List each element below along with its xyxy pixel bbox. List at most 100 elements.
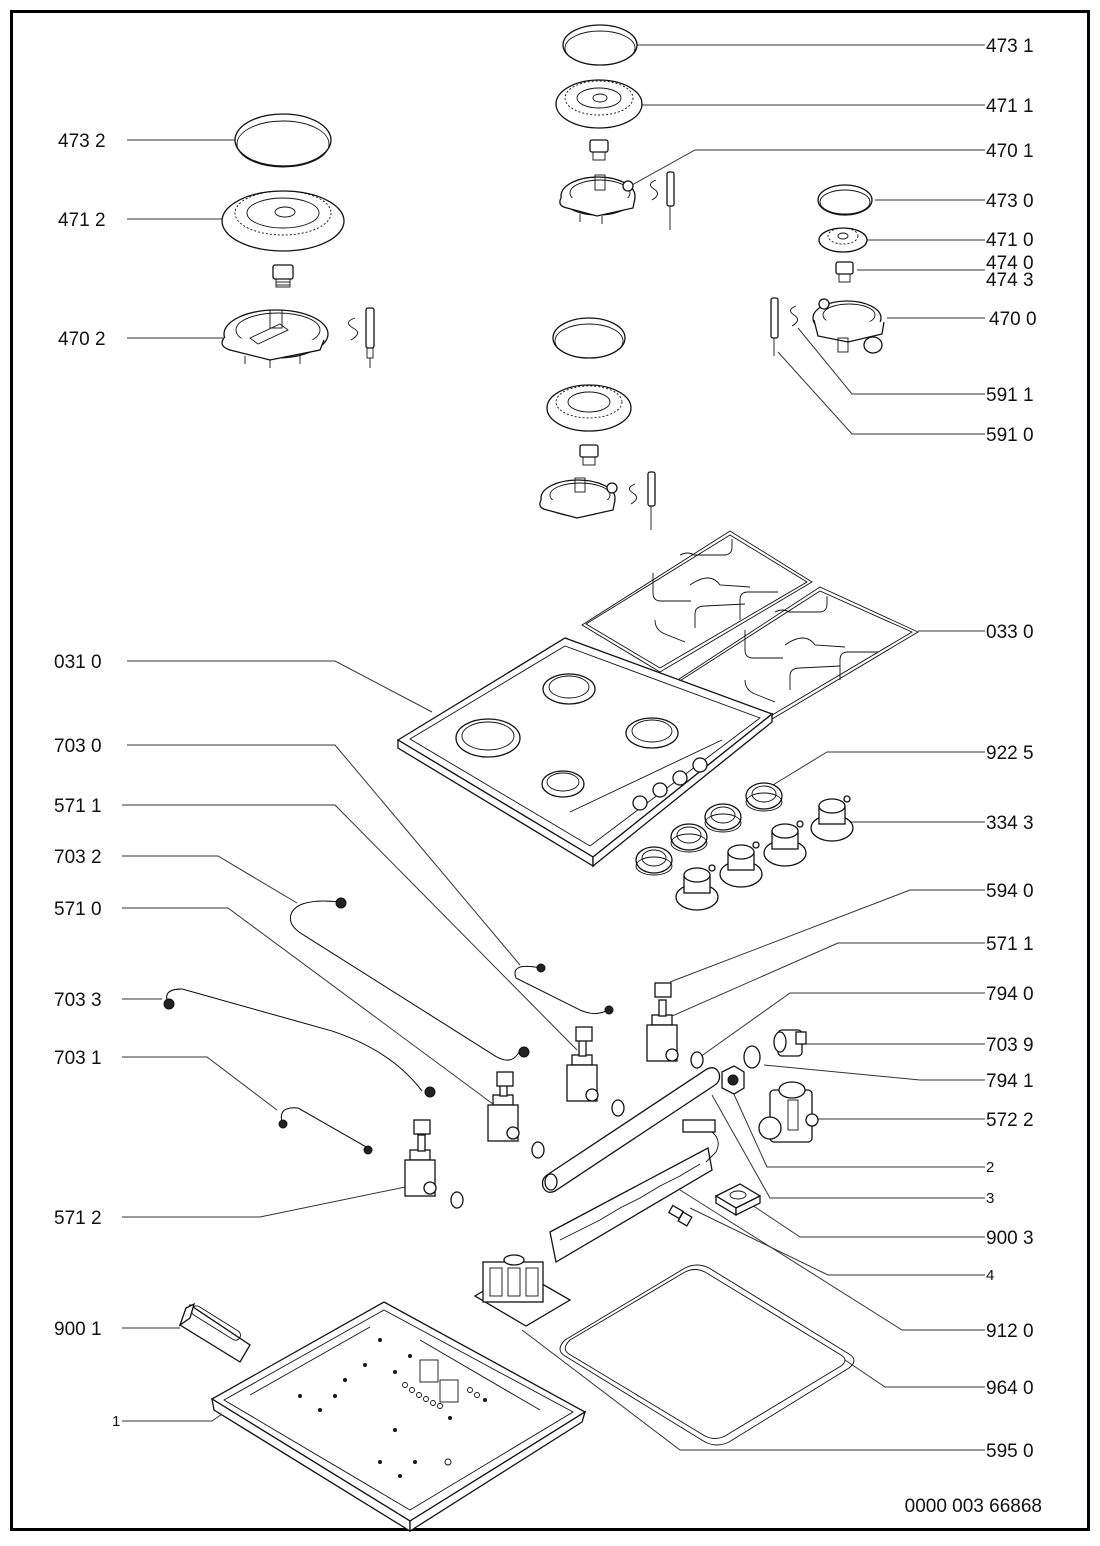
- burner-body-470-1[interactable]: [559, 174, 636, 224]
- knob-3[interactable]: [763, 820, 807, 867]
- burner-body-middle[interactable]: [539, 477, 618, 519]
- burner-assembly-large: [221, 113, 375, 368]
- knob-2[interactable]: [719, 841, 763, 888]
- callout-471-1: 471 1: [986, 96, 1034, 117]
- callout-labels-right: 473 1 471 1 470 1 473 0 471 0 474 0 474 …: [986, 36, 1037, 1462]
- gas-pipe-703-2[interactable]: [289, 900, 521, 1061]
- gas-tap-571-0[interactable]: [487, 1071, 545, 1159]
- callout-2: 2: [986, 1159, 994, 1176]
- burner-crown-471-0[interactable]: [818, 227, 868, 253]
- gas-tap-571-1a[interactable]: [566, 1026, 625, 1117]
- burner-crown-middle[interactable]: [546, 384, 632, 432]
- tap-clip-3[interactable]: [575, 1026, 593, 1042]
- callout-794-1: 794 1: [986, 1071, 1034, 1092]
- base-tray-1[interactable]: [210, 1301, 587, 1533]
- knob-4[interactable]: [810, 795, 854, 842]
- callout-labels-left: 473 2 471 2 470 2 031 0 703 0 571 1 703 …: [54, 131, 120, 1430]
- leader-594-0: [669, 889, 985, 983]
- gas-inlet-valve-572-2[interactable]: [758, 1081, 819, 1143]
- gas-manifold-tube[interactable]: [541, 1067, 721, 1193]
- leader-703-2: [122, 855, 298, 904]
- callout-571-0: 571 0: [54, 899, 102, 920]
- gas-manifold-group: [541, 1029, 819, 1193]
- knob-bezels-922-5: [635, 782, 783, 876]
- callout-594-0: 594 0: [986, 881, 1034, 902]
- gas-pipe-703-3[interactable]: [166, 988, 423, 1092]
- seal-1[interactable]: [450, 1191, 464, 1209]
- tray-holes: [298, 1338, 487, 1478]
- thermocouple-clip-top[interactable]: [650, 179, 658, 201]
- knob-hole-3: [672, 770, 688, 786]
- callout-031-0: 031 0: [54, 652, 102, 673]
- burner-body-470-2[interactable]: [221, 309, 329, 368]
- injector-474[interactable]: [835, 261, 854, 283]
- inlet-elbow-703-9[interactable]: [773, 1029, 807, 1057]
- injector-large[interactable]: [272, 264, 294, 288]
- bezel-4[interactable]: [745, 782, 783, 812]
- burner-crown-471-1[interactable]: [555, 79, 643, 129]
- electrode-large[interactable]: [365, 307, 375, 368]
- callout-591-1: 591 1: [986, 385, 1034, 406]
- ignition-harness-4[interactable]: [549, 1119, 719, 1264]
- burner-hole-right: [625, 717, 679, 749]
- electrode-middle[interactable]: [647, 471, 656, 530]
- nut-2[interactable]: [721, 1065, 745, 1095]
- burner-cap-473-0[interactable]: [817, 184, 873, 216]
- hob-seal-964-0[interactable]: [559, 1264, 855, 1446]
- thermocouple-clip-large[interactable]: [348, 317, 358, 341]
- electrode-591-0[interactable]: [770, 297, 779, 356]
- seal-3[interactable]: [611, 1099, 625, 1117]
- gas-tap-571-1b[interactable]: [646, 982, 704, 1069]
- burner-cap-473-2[interactable]: [234, 113, 332, 167]
- leader-lines: [122, 44, 985, 1451]
- hob-top-panel-031-0[interactable]: [396, 637, 774, 868]
- injector-middle[interactable]: [579, 444, 599, 466]
- burner-hole-front: [541, 770, 585, 798]
- burner-body-470-0[interactable]: [812, 298, 885, 354]
- callout-474-3: 474 3: [986, 270, 1034, 291]
- callout-4: 4: [986, 1267, 994, 1284]
- seal-794-1[interactable]: [743, 1045, 761, 1069]
- seal-794-0[interactable]: [690, 1051, 704, 1069]
- injector-top[interactable]: [589, 139, 609, 161]
- bezel-3[interactable]: [704, 803, 742, 833]
- bezel-1[interactable]: [635, 846, 673, 876]
- electrode-top[interactable]: [666, 171, 675, 230]
- thermocouple-clip-591-1[interactable]: [790, 305, 798, 327]
- callout-964-0: 964 0: [986, 1378, 1034, 1399]
- gas-taps: [404, 982, 704, 1209]
- drawing-reference-number: 0000 003 66868: [905, 1496, 1042, 1517]
- knob-1[interactable]: [675, 864, 719, 911]
- burner-hole-large: [455, 718, 521, 758]
- gas-tap-571-2[interactable]: [404, 1119, 464, 1209]
- burner-assembly-middle: [539, 317, 656, 530]
- mounting-bracket-900-1[interactable]: [178, 1302, 251, 1363]
- ignition-generator-595-0[interactable]: [473, 1254, 572, 1327]
- grate-left[interactable]: [581, 530, 813, 673]
- thermocouple-clip-middle[interactable]: [629, 483, 637, 505]
- tap-clip-2[interactable]: [496, 1071, 514, 1087]
- burner-crown-471-2[interactable]: [221, 190, 345, 252]
- callout-912-0: 912 0: [986, 1321, 1034, 1342]
- gas-pipe-703-1[interactable]: [280, 1107, 369, 1149]
- pan-support-grates-033-0[interactable]: [581, 530, 919, 726]
- knob-hole-1: [632, 795, 648, 811]
- screw-912-0[interactable]: [667, 1204, 693, 1227]
- callout-473-2: 473 2: [58, 131, 106, 152]
- callout-1: 1: [112, 1413, 120, 1430]
- callout-571-1a: 571 1: [54, 796, 102, 817]
- callout-794-0: 794 0: [986, 984, 1034, 1005]
- leader-591-1: [797, 327, 985, 395]
- leader-912-0: [679, 1189, 985, 1331]
- tap-clip-1[interactable]: [413, 1119, 431, 1135]
- gas-pipe-703-0[interactable]: [514, 965, 609, 1014]
- cable-clamp-900-3[interactable]: [714, 1183, 762, 1217]
- callout-470-2: 470 2: [58, 329, 106, 350]
- burner-hole-rear: [542, 673, 596, 705]
- callout-473-1: 473 1: [986, 36, 1034, 57]
- bezel-2[interactable]: [670, 823, 708, 853]
- callout-571-1b: 571 1: [986, 934, 1034, 955]
- seal-2[interactable]: [531, 1141, 545, 1159]
- callout-471-2: 471 2: [58, 210, 106, 231]
- tap-clip-594-0[interactable]: [654, 982, 672, 998]
